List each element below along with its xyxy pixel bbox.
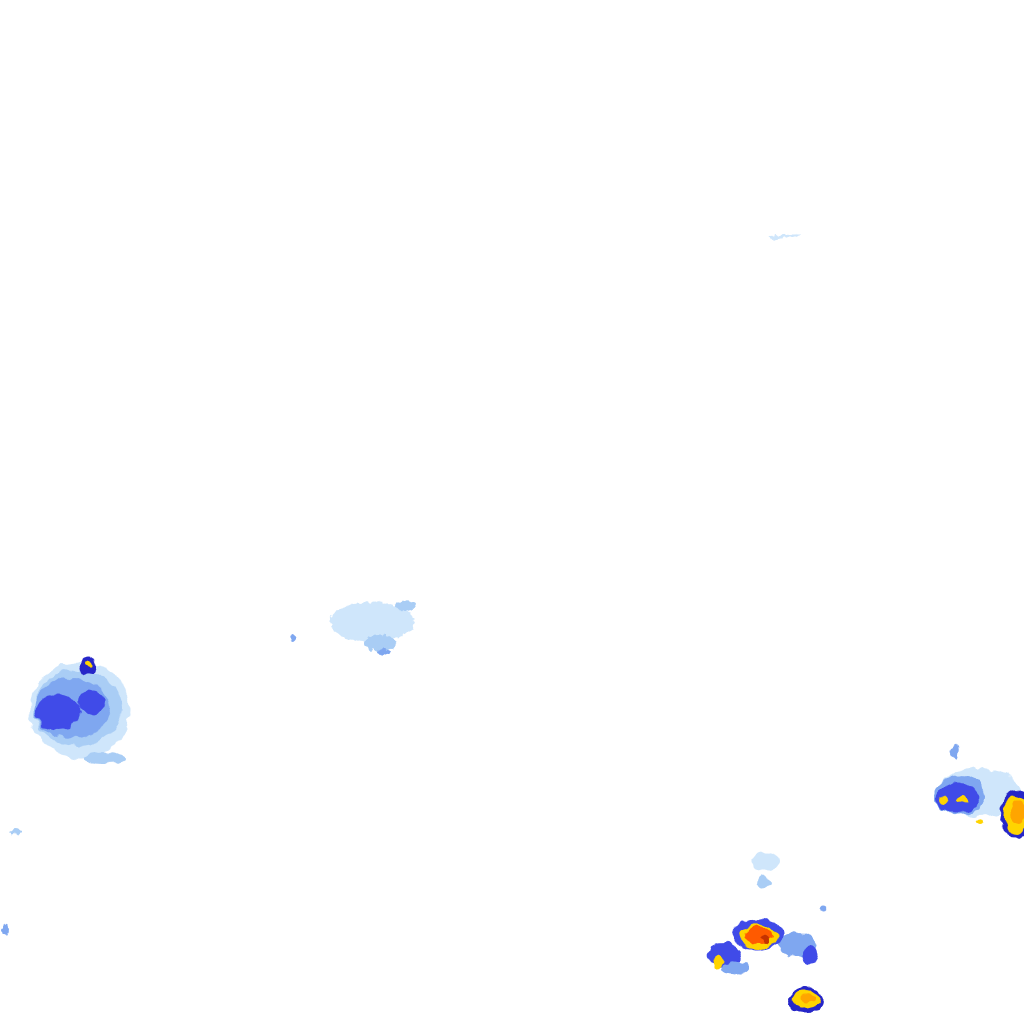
precip-moderate-light	[290, 634, 296, 642]
precip-moderate	[78, 690, 106, 714]
precip-heavy	[939, 796, 949, 804]
precip-very-light	[751, 853, 779, 871]
precip-moderate-light	[819, 905, 827, 911]
precip-light	[395, 601, 415, 611]
precip-cell-top-streak	[770, 233, 800, 240]
precip-cell-left-cluster	[30, 656, 130, 763]
precip-cell-right-storm	[934, 744, 1024, 839]
precip-moderate-light	[1, 925, 9, 935]
precip-light	[10, 829, 22, 835]
precip-heavy	[713, 956, 723, 968]
precip-moderate	[802, 946, 818, 964]
precip-heavy	[85, 660, 93, 666]
precip-heavy-orange	[1011, 800, 1024, 824]
precip-light	[364, 635, 396, 651]
precip-cell-center-faint	[290, 601, 415, 655]
precip-heavy	[976, 819, 984, 825]
precip-very-light	[770, 233, 800, 240]
precip-moderate	[36, 694, 80, 730]
precip-light	[757, 877, 771, 887]
precip-very-light	[330, 602, 414, 642]
precip-moderate-light	[952, 744, 958, 760]
precip-light	[83, 753, 127, 763]
precip-cell-bottom-cluster	[706, 853, 827, 1013]
precip-heavy-orange	[801, 993, 815, 1003]
precip-extreme	[761, 936, 771, 944]
precip-moderate-light	[722, 962, 750, 974]
precip-heavy	[956, 796, 968, 804]
precip-cell-left-edge	[1, 829, 22, 935]
precip-moderate-light	[378, 649, 390, 655]
